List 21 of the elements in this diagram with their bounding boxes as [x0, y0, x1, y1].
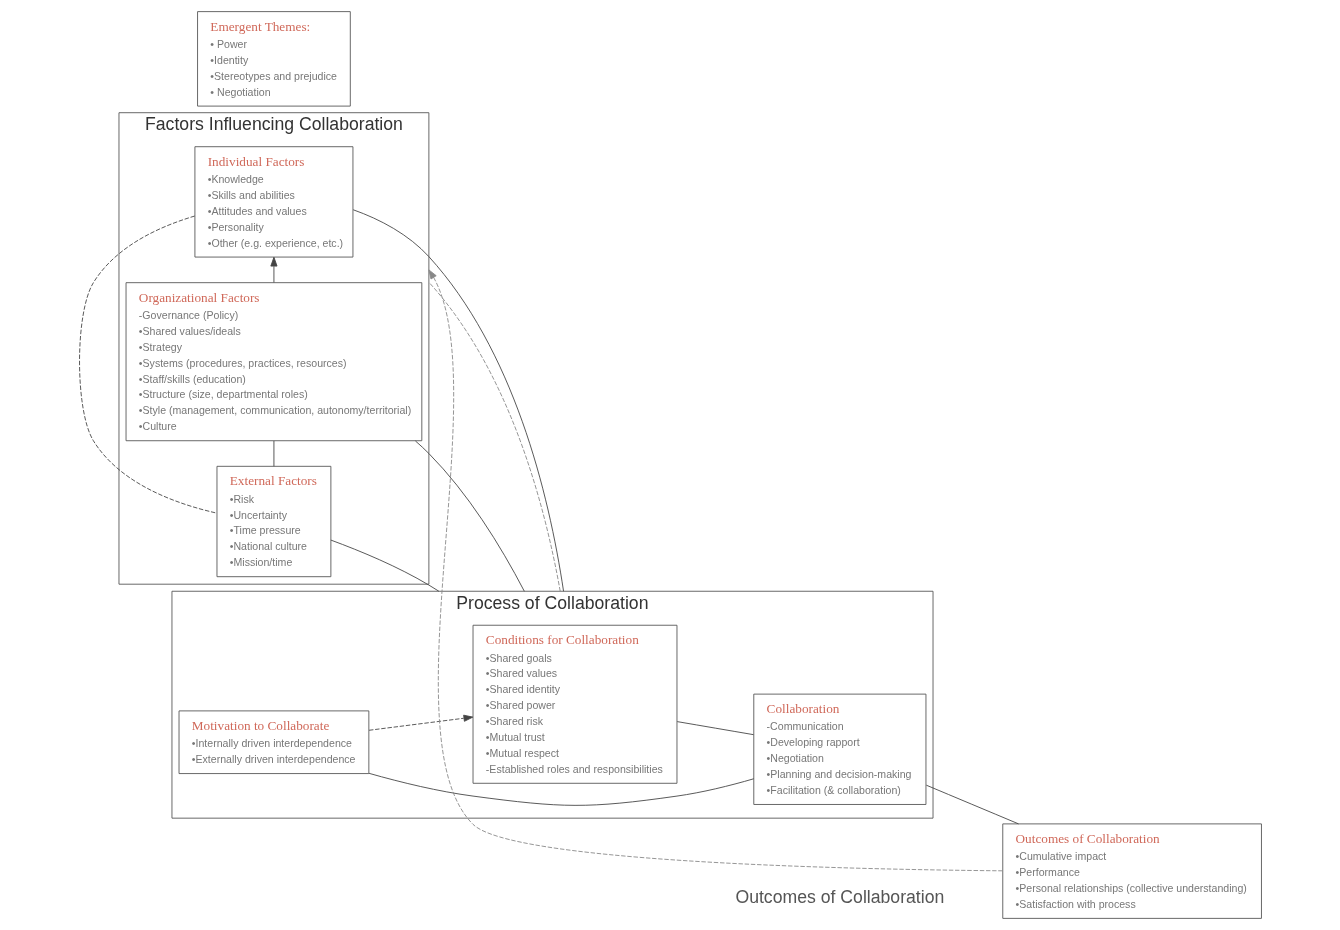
- arrow: [368, 714, 473, 731]
- node-box: Outcomes of Collaboration •Cumulative impact •Performance •Personal relationships (collective understanding) •Satisfaction with process: [1001, 823, 1262, 919]
- node-box: Individual Factors •Knowledge •Skills and abilities •Attitudes and values •Personality •Other (e.g. experience, etc.): [193, 146, 353, 258]
- connector: [78, 215, 217, 514]
- node-box: Conditions for Collaboration •Shared goals •Shared values •Shared identity •Shared power •Shared risk •Mutual trust •Mutual respect -Established roles and responsibilities: [472, 624, 677, 784]
- connector: [676, 721, 754, 736]
- node-box: Collaboration -Communication •Developing rapport •Negotiation •Planning and decision-making •Facilitation (& collaboration): [752, 693, 926, 805]
- node-box: Motivation to Collaborate •Internally driven interdependence •Externally driven interdependence: [178, 710, 369, 775]
- connector: [352, 209, 564, 592]
- node-box: External Factors •Risk •Uncertainty •Time pressure •National culture •Mission/time: [216, 465, 331, 578]
- node-box: Organizational Factors -Governance (Policy) •Shared values/ideals •Strategy •Systems (procedures, practices, resources) •Staff/skills (education) •Structure (size, departmental roles) •Style (management, communication, autonomy/territorial) •Culture: [125, 282, 422, 442]
- connector: [925, 784, 1019, 825]
- connector: [329, 539, 439, 592]
- arrow: [269, 256, 277, 283]
- connector: [368, 772, 754, 806]
- arrow: [427, 269, 1003, 872]
- node-box: Emergent Themes: • Power •Identity •Stereotypes and prejudice • Negotiation: [196, 11, 351, 107]
- connector: [427, 281, 561, 592]
- connector: [273, 440, 274, 467]
- connector: [414, 440, 525, 592]
- label: Outcomes of Collaboration: [734, 886, 944, 907]
